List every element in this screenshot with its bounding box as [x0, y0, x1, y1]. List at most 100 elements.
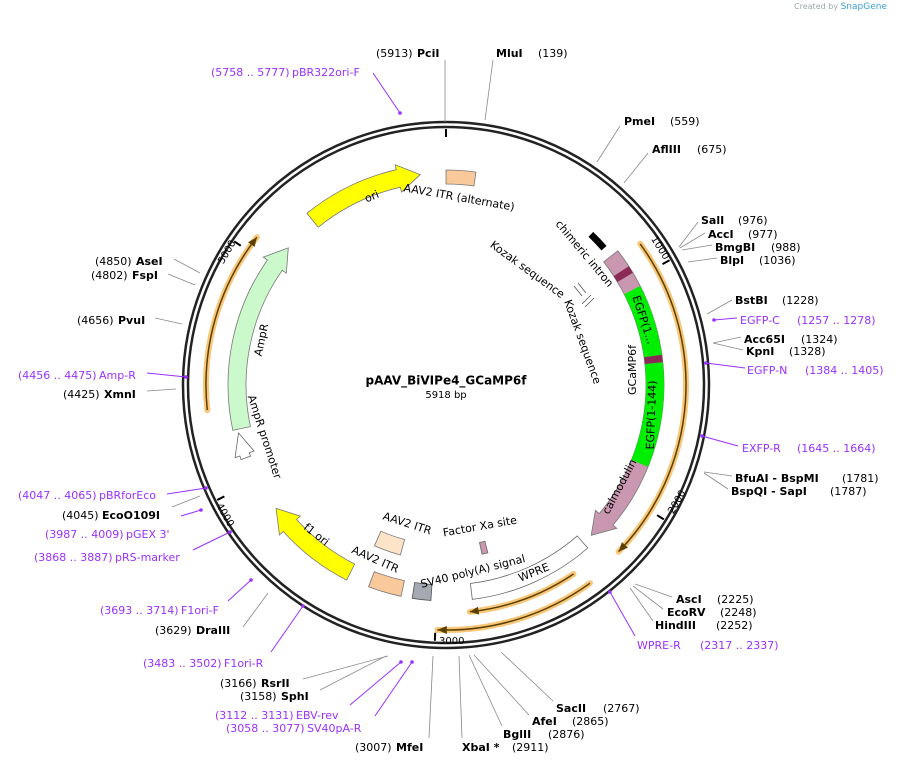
primer-name[interactable]: EBV-rev — [296, 709, 339, 722]
primer-binding-mark[interactable] — [700, 434, 704, 438]
primer-binding-mark[interactable] — [199, 508, 203, 512]
primer-binding-mark[interactable] — [184, 375, 188, 379]
enzyme-site-name[interactable]: SalI — [701, 214, 724, 227]
wpre-box[interactable] — [469, 535, 589, 600]
egfp-partial-segment[interactable] — [624, 286, 662, 358]
primer-binding-mark[interactable] — [608, 590, 612, 594]
chimeric-intron-bar[interactable] — [588, 231, 607, 251]
enzyme-site-name[interactable]: AflIII — [652, 143, 681, 156]
feature-label-aav2-itr-alternate[interactable]: AAV2 ITR (alternate) — [403, 181, 516, 213]
enzyme-site-name[interactable]: MfeI — [396, 741, 423, 754]
primer-binding-mark[interactable] — [399, 660, 403, 664]
enzyme-site-name[interactable]: KpnI — [746, 345, 774, 358]
enzyme-site-name[interactable]: SphI — [281, 690, 309, 703]
orf-arrow-bottom-outer[interactable] — [437, 582, 591, 631]
primer-binding-mark[interactable] — [249, 578, 253, 582]
feature-label-gcamp6f[interactable]: GCaMP6f — [626, 344, 639, 395]
primer-leader-line — [270, 605, 304, 653]
feature-label-ampr-promoter[interactable]: AmpR promoter — [245, 393, 285, 481]
enzyme-leader-line — [596, 125, 621, 163]
enzyme-leader-line — [428, 655, 434, 739]
enzyme-site-name[interactable]: PvuI — [118, 314, 145, 327]
enzyme-site-name[interactable]: BglII — [503, 728, 531, 741]
enzyme-site-name[interactable]: EcoO109I — [102, 509, 160, 522]
egfp-1-144-segment[interactable] — [631, 362, 664, 467]
f1-ori-arrow[interactable] — [275, 507, 356, 581]
orf-arrow-left[interactable] — [205, 236, 258, 411]
enzyme-site-position: (3166) — [220, 677, 257, 690]
enzyme-site-name[interactable]: SacII — [556, 702, 586, 715]
ori-arrow[interactable] — [306, 164, 421, 228]
enzyme-site-name[interactable]: MluI — [496, 47, 523, 60]
primer-name[interactable]: EGFP-N — [747, 364, 787, 377]
enzyme-site-name[interactable]: Acc65I — [744, 333, 785, 346]
ampr-promoter-arrow[interactable] — [234, 431, 255, 461]
enzyme-site-name[interactable]: DraIII — [196, 624, 230, 637]
enzyme-site-position: (4045) — [62, 509, 99, 522]
primer-binding-mark[interactable] — [398, 111, 402, 115]
factor-xa-site-mark[interactable] — [479, 540, 489, 555]
enzyme-site-name[interactable]: AccI — [708, 228, 734, 241]
primer-name[interactable]: Amp-R — [99, 369, 136, 382]
feature-label-chimeric-intron[interactable]: chimeric intron — [553, 218, 616, 290]
primer-name[interactable]: pGEX 3' — [126, 528, 170, 541]
backbone-inner-strand — [186, 125, 706, 645]
enzyme-site-name[interactable]: AfeI — [532, 715, 557, 728]
primer-name[interactable]: F1ori-R — [224, 657, 264, 670]
primer-name[interactable]: SV40pA-R — [307, 722, 362, 735]
primer-binding-mark[interactable] — [410, 660, 414, 664]
linker-segment-2[interactable] — [644, 354, 663, 365]
kozak-sequence-mark[interactable] — [581, 294, 592, 305]
sv40-polya-box[interactable] — [411, 582, 433, 601]
primer-name[interactable]: pBRforEco — [99, 489, 156, 502]
feature-label-egfp-1-144[interactable]: EGFP(1-144) — [644, 380, 659, 449]
enzyme-site-name[interactable]: AseI — [136, 255, 163, 268]
enzyme-site-name[interactable]: AscI — [676, 593, 702, 606]
enzyme-site-name[interactable]: BlpI — [720, 254, 744, 267]
feature-label-ori[interactable]: ori — [363, 188, 381, 205]
enzyme-site-name[interactable]: PciI — [417, 47, 439, 60]
enzyme-site-name[interactable]: EcoRV — [667, 606, 706, 619]
feature-label-factor-xa[interactable]: Factor Xa site — [442, 514, 518, 540]
orf-arrow-bottom-inner[interactable] — [469, 573, 574, 613]
feature-label-kozak-2[interactable]: Kozak sequence — [561, 298, 604, 386]
primer-name[interactable]: EXFP-R — [742, 442, 781, 455]
primer-range: (1645 .. 1664) — [797, 442, 876, 455]
primer-name[interactable]: WPRE-R — [637, 639, 681, 652]
aav2-itr-box-2[interactable] — [368, 571, 405, 597]
enzyme-site-name[interactable]: HindIII — [655, 619, 696, 632]
enzyme-site-name[interactable]: XbaI * — [462, 741, 500, 754]
feature-label-aav2-itr-1[interactable]: AAV2 ITR — [381, 510, 433, 538]
primer-name[interactable]: EGFP-C — [740, 314, 780, 327]
kozak-sequence-mark[interactable] — [584, 297, 595, 308]
primer-binding-mark[interactable] — [704, 361, 708, 365]
kozak-sequence-mark[interactable] — [577, 282, 587, 294]
enzyme-site-name[interactable]: PmeI — [624, 115, 655, 128]
enzyme-leader-line — [703, 472, 729, 490]
feature-label-kozak-1[interactable]: Kozak sequence — [488, 238, 568, 301]
primer-binding-mark[interactable] — [204, 486, 208, 490]
kozak-sequence-mark[interactable] — [573, 285, 583, 297]
orf-arrow-right[interactable] — [618, 243, 687, 553]
features-layer — [202, 164, 689, 634]
enzyme-leader-line — [706, 299, 733, 315]
primer-binding-mark[interactable] — [301, 604, 305, 608]
enzyme-leader-line — [242, 592, 269, 628]
enzyme-site-name[interactable]: BfuAI - BspMI — [735, 472, 819, 485]
linker-segment-1[interactable] — [613, 266, 633, 282]
enzyme-site-name[interactable]: BmgBI — [715, 241, 755, 254]
aav2-itr-alternate-box[interactable] — [445, 169, 477, 187]
ampr-arrow[interactable] — [227, 247, 289, 431]
primer-binding-mark[interactable] — [228, 530, 232, 534]
primer-leader-line — [609, 591, 636, 637]
primer-name[interactable]: pRS-marker — [115, 551, 180, 564]
enzyme-site-name[interactable]: FspI — [132, 269, 158, 282]
aav2-itr-box-1[interactable] — [373, 530, 406, 556]
enzyme-site-name[interactable]: XmnI — [104, 388, 136, 401]
enzyme-site-name[interactable]: BspQI - SapI — [731, 485, 807, 498]
primer-binding-mark[interactable] — [712, 318, 716, 322]
enzyme-site-name[interactable]: RsrII — [261, 677, 290, 690]
enzyme-site-name[interactable]: BstBI — [735, 294, 768, 307]
primer-name[interactable]: pBR322ori-F — [292, 66, 360, 79]
primer-name[interactable]: F1ori-F — [181, 604, 219, 617]
